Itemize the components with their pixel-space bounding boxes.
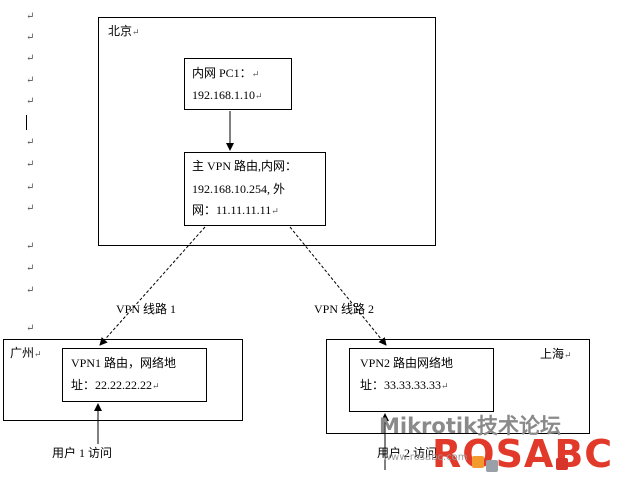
vpn-link-1-label: VPN 线路 1 <box>116 302 177 316</box>
paragraph-mark: ↵ <box>26 137 35 148</box>
paragraph-mark: ↵ <box>26 323 35 334</box>
paragraph-mark: ↵ <box>26 263 35 274</box>
paragraph-mark: ↵ <box>26 182 35 193</box>
main-router-line2: 192.168.10.254, 外 <box>192 182 286 196</box>
pc1-ip: 192.168.1.10↵ <box>192 88 263 102</box>
paragraph-mark: ↵ <box>26 32 35 43</box>
main-router-line1: 主 VPN 路由,内网： <box>192 159 298 173</box>
watermark-orange-stamp-icon <box>472 456 484 468</box>
paragraph-mark: ↵ <box>26 96 35 107</box>
vpn-link-2-line <box>289 226 387 346</box>
vpn-link-1-line <box>99 226 206 346</box>
vpn1-router-box <box>62 348 207 402</box>
vpn2-router-box <box>349 348 494 412</box>
user1-label: 用户 1 访问 <box>52 446 113 460</box>
watermark-forum-name: Mikrotik技术论坛 <box>379 414 562 438</box>
vpn1-router-line1: VPN1 路由，网络地 <box>71 356 177 370</box>
paragraph-mark: ↵ <box>26 11 35 22</box>
main-router-line3: 网：11.11.11.11↵ <box>192 203 279 217</box>
vpn-link-2-label: VPN 线路 2 <box>314 302 375 316</box>
pc1-box <box>184 58 292 110</box>
shanghai-label: 上海↵ <box>540 347 572 361</box>
paragraph-mark: ↵ <box>26 75 35 86</box>
guangzhou-label: 广州↵ <box>10 346 42 360</box>
pc1-name: 内网 PC1：↵ <box>192 66 260 80</box>
paragraph-mark: ↵ <box>26 285 35 296</box>
vpn2-router-line1: VPN2 路由网络地 <box>360 356 454 370</box>
watermark-logo: ROSABC <box>432 432 614 476</box>
paragraph-mark: ↵ <box>26 203 35 214</box>
user2-label: 用户 2 访问 <box>377 446 438 460</box>
paragraph-mark: ↵ <box>26 159 35 170</box>
beijing-label: 北京↵ <box>108 24 140 38</box>
main-vpn-router-box <box>184 152 326 226</box>
vpn2-router-line2: 址：33.33.33.33↵ <box>360 378 449 392</box>
watermark-url: www.rosabc.com <box>383 452 468 463</box>
paragraph-mark: ↵ <box>26 241 35 252</box>
watermark-gray-stamp-icon <box>486 460 498 472</box>
watermark-red-stamp-icon <box>556 458 568 470</box>
text-cursor <box>26 115 27 130</box>
vpn1-router-line2: 址：22.22.22.22↵ <box>71 378 160 392</box>
paragraph-mark: ↵ <box>26 53 35 64</box>
